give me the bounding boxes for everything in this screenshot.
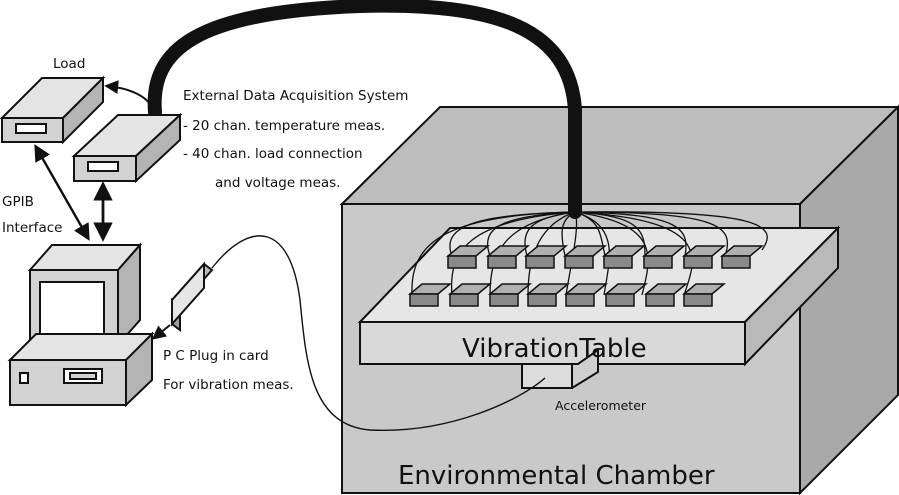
module	[407, 283, 453, 307]
arrow-card-computer	[151, 324, 171, 340]
label-vibration-table: VibrationTable	[462, 334, 647, 364]
module	[643, 283, 689, 307]
base-front	[9, 359, 127, 406]
label-daq-title: External Data Acquisition System	[183, 88, 408, 104]
module	[445, 245, 491, 269]
connection-arrows	[34, 80, 171, 340]
module	[447, 283, 493, 307]
monitor-screen	[39, 281, 105, 335]
label-daq-item3: and voltage meas.	[215, 175, 340, 191]
label-gpib-line1: GPIB	[2, 194, 34, 210]
label-daq-item2: - 40 chan. load connection	[183, 146, 363, 162]
pc-plugin-card	[170, 261, 214, 332]
arrow-gpib-load-computer	[34, 144, 90, 241]
load-instrument	[0, 75, 106, 145]
module	[681, 283, 727, 307]
label-accelerometer: Accelerometer	[555, 398, 647, 413]
accelerometer	[521, 348, 599, 389]
vibration-cable	[211, 235, 546, 431]
power-button	[19, 372, 29, 384]
label-pc-plug-line1: P C Plug in card	[163, 348, 269, 364]
module	[681, 245, 727, 269]
module	[485, 245, 531, 269]
vibration-table-front	[359, 321, 746, 365]
module	[601, 245, 647, 269]
label-daq-item1: - 20 chan. temperature meas.	[183, 118, 385, 134]
arrow-daq-to-load	[104, 80, 156, 113]
module	[719, 245, 765, 269]
module	[603, 283, 649, 307]
module	[562, 245, 608, 269]
computer	[7, 242, 155, 408]
module	[641, 245, 687, 269]
module	[563, 283, 609, 307]
thick-wire-bundle	[147, 0, 582, 219]
module	[525, 283, 571, 307]
label-environmental-chamber: Environmental Chamber	[398, 461, 715, 491]
test-modules	[407, 245, 765, 307]
label-pc-plug-line2: For vibration meas.	[163, 377, 294, 393]
module	[487, 283, 533, 307]
daq-instrument	[71, 112, 183, 184]
module	[523, 245, 569, 269]
label-load: Load	[53, 56, 85, 72]
label-gpib-line2: Interface	[2, 220, 62, 236]
